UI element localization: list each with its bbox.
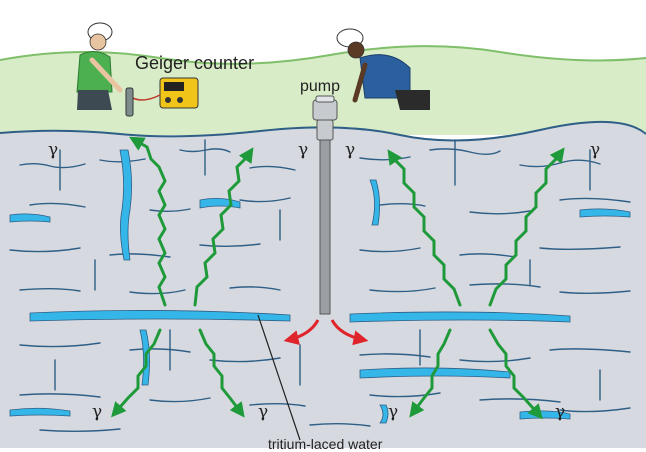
gamma-label: γ: [388, 402, 399, 422]
rock-top-edge: [0, 120, 646, 142]
bottom-caption: tritium-laced water: [268, 436, 383, 452]
gamma-label: γ: [298, 140, 309, 160]
gamma-ray-arrows: [111, 136, 565, 420]
pump-label: pump: [300, 78, 341, 95]
gamma-label: γ: [555, 402, 566, 422]
gamma-label: γ: [92, 402, 103, 422]
rock-fractures: [9, 139, 631, 432]
grass-edge: [0, 45, 646, 65]
geiger-counter-icon: [125, 77, 199, 117]
callout-line: [257, 314, 301, 441]
gamma-label: γ: [48, 140, 59, 160]
water-flow-arrows: [283, 319, 369, 346]
gamma-label: γ: [345, 140, 356, 160]
gamma-label: γ: [258, 402, 269, 422]
geiger-counter-label: Geiger counter: [135, 53, 255, 73]
worker-man-icon: [336, 28, 430, 110]
pump-icon: [312, 95, 338, 315]
grass-surface: [0, 46, 646, 136]
worker-woman-icon: [76, 22, 123, 110]
gamma-label: γ: [590, 140, 601, 160]
